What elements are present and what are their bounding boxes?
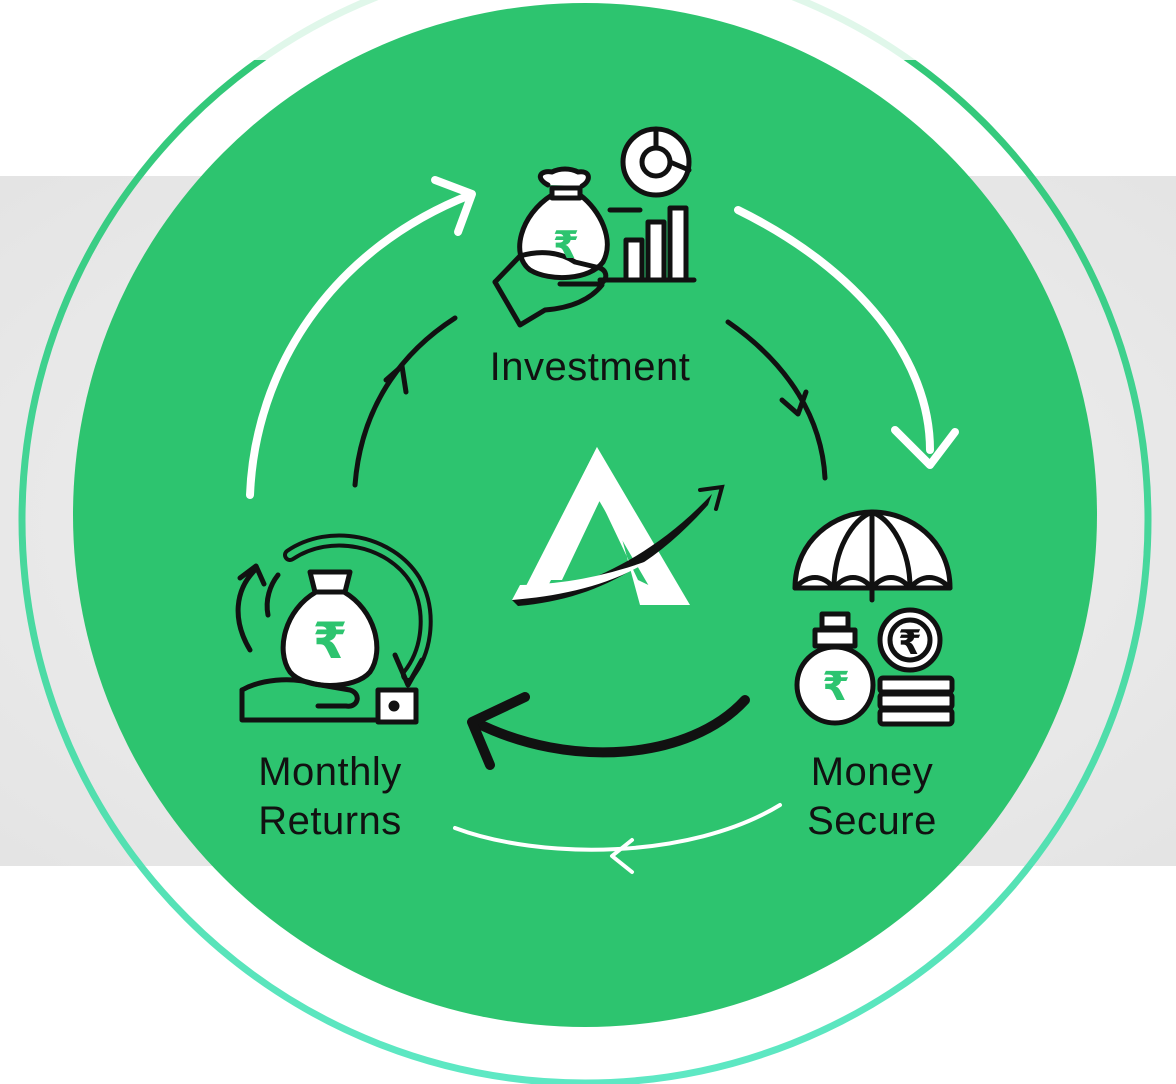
inner-arrowhead-left bbox=[383, 363, 409, 395]
label-investment: Investment bbox=[490, 345, 691, 389]
inner-arrow-left bbox=[352, 315, 458, 488]
hand-holding-money-bag-with-cycle-arrows-icon bbox=[235, 533, 433, 725]
inner-cycle-arrows bbox=[352, 315, 828, 770]
rupee-glyph-right-bag: ₹ bbox=[822, 664, 850, 710]
rupee-glyph-right-coin: ₹ bbox=[898, 623, 922, 663]
inner-arrow-bottom bbox=[470, 695, 750, 758]
label-secure: Secure bbox=[807, 799, 937, 843]
outer-ring bbox=[18, 0, 1152, 1084]
arrowhead-bottom bbox=[610, 838, 634, 874]
inner-arrowhead-right bbox=[779, 389, 809, 417]
arrowhead-top-left bbox=[431, 176, 476, 236]
brand-logo-a-with-rising-arrow-icon bbox=[512, 447, 725, 606]
arrow-investment-to-secure bbox=[734, 206, 934, 454]
label-returns: Returns bbox=[258, 799, 402, 843]
arrow-returns-to-investment bbox=[246, 191, 474, 499]
rupee-glyph-top: ₹ bbox=[553, 223, 579, 267]
arrowhead-right bbox=[891, 426, 959, 469]
arrow-secure-to-returns bbox=[453, 803, 782, 852]
money-bag-with-growth-chart-icon bbox=[492, 126, 697, 328]
label-monthly: Monthly bbox=[258, 750, 402, 794]
umbrella-protecting-coins-icon bbox=[792, 509, 955, 727]
inner-arrowhead-bottom bbox=[467, 692, 530, 770]
label-money: Money bbox=[811, 750, 934, 794]
rupee-glyph-left: ₹ bbox=[313, 612, 348, 670]
outer-cycle-arrows bbox=[246, 176, 959, 874]
inner-arrow-right bbox=[725, 319, 828, 481]
